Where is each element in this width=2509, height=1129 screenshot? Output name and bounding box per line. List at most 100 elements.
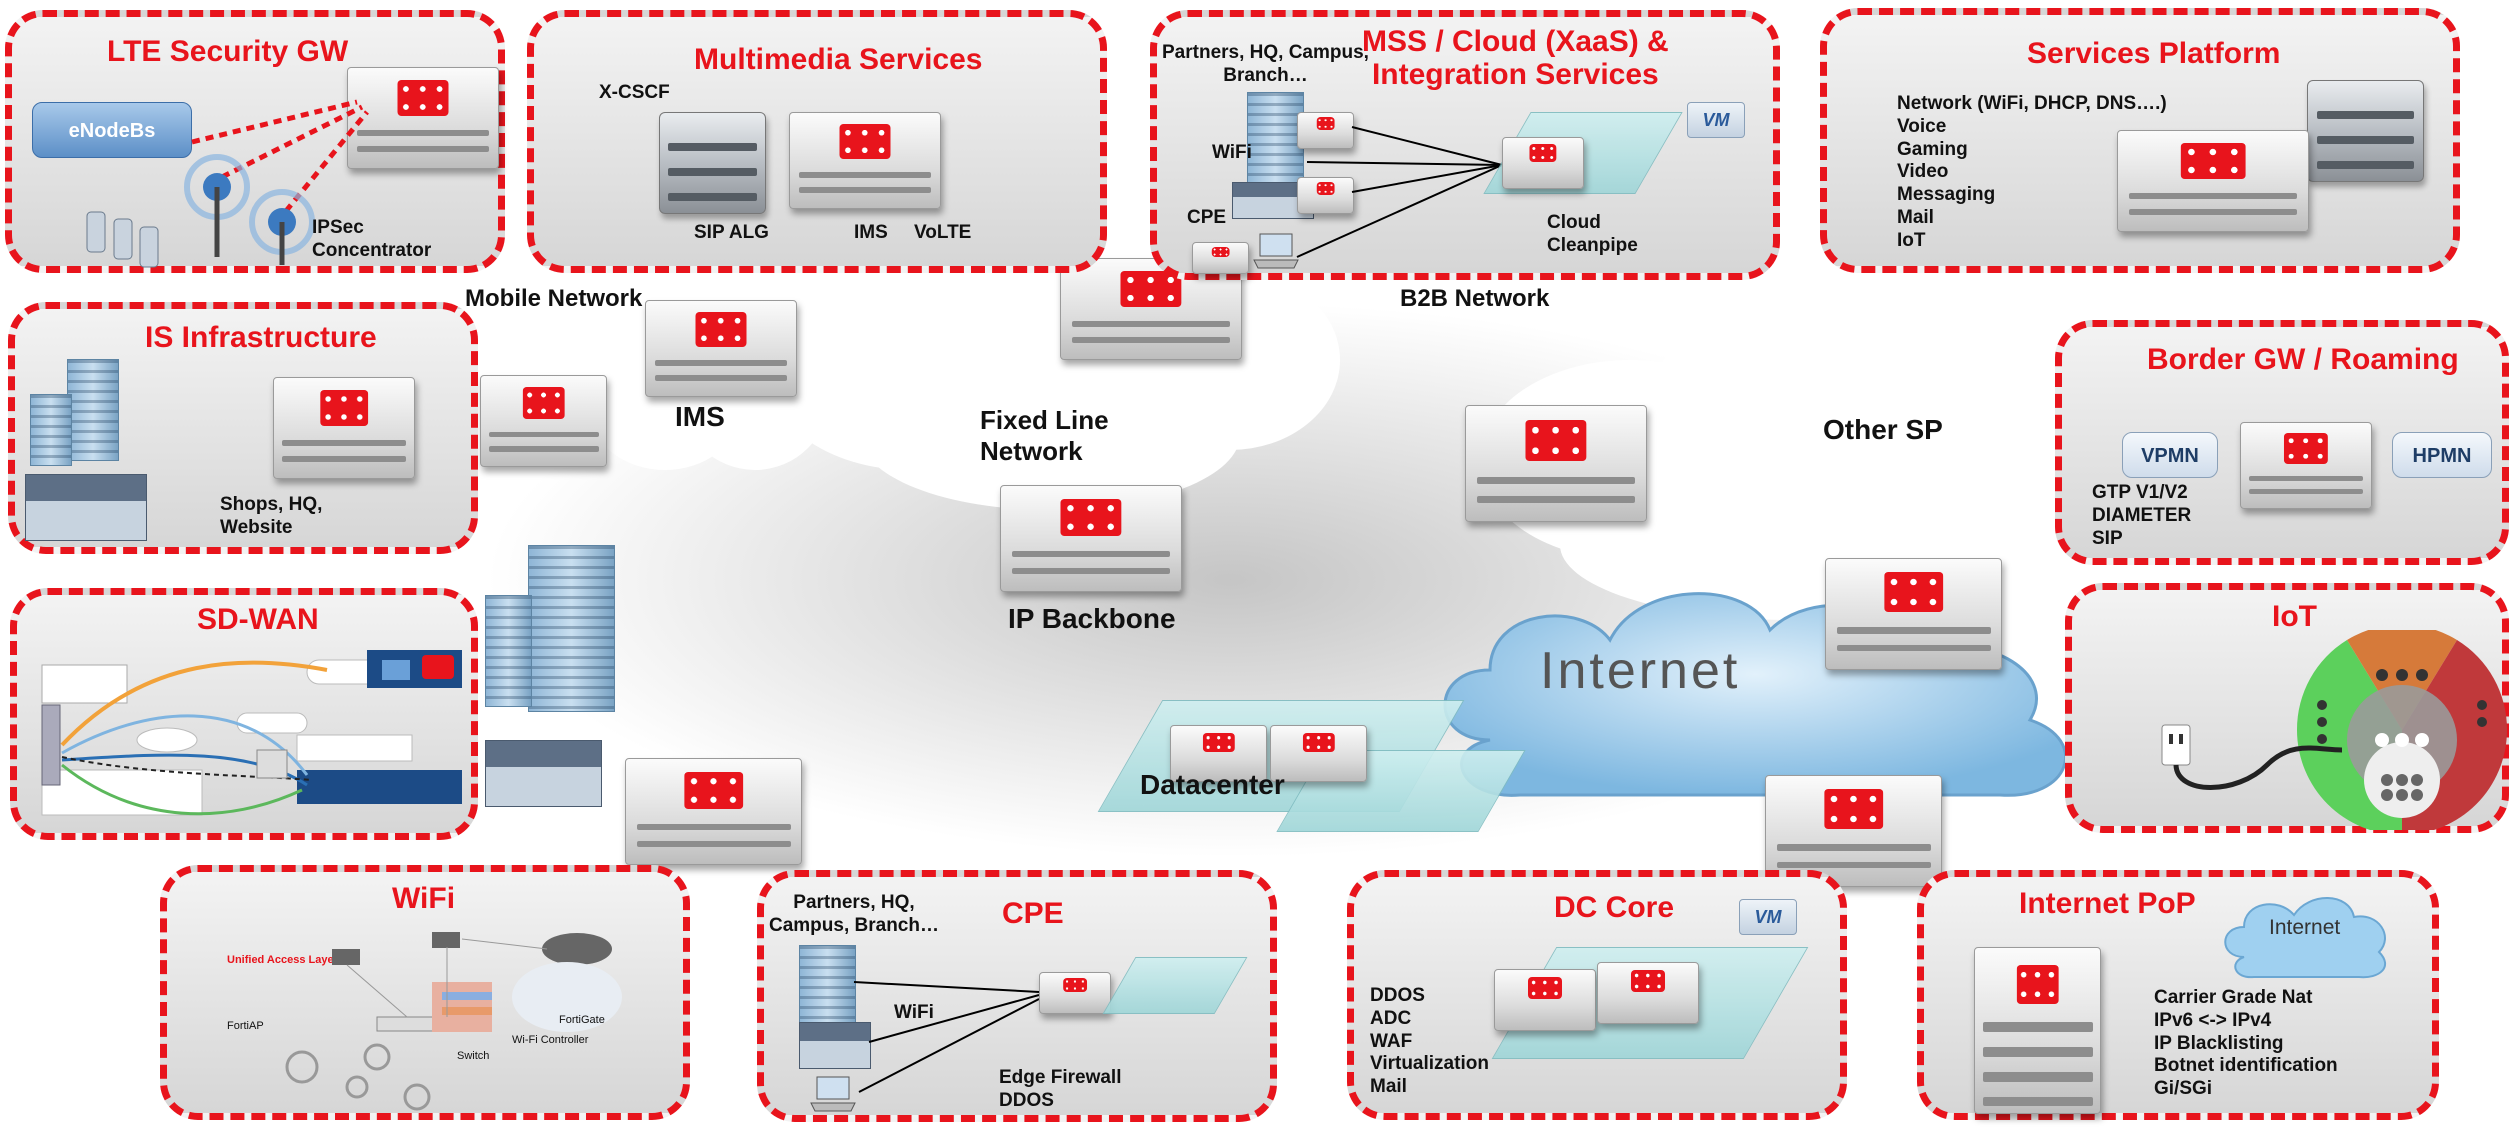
power-outlet-icon (2161, 724, 2343, 790)
mss-wifi-device (1297, 112, 1354, 149)
lte-title: LTE Security GW (107, 35, 349, 68)
cpe-links-icon (853, 981, 1040, 1093)
cpe-wifi-label: WiFi (894, 1002, 934, 1023)
ip-backbone-label: IP Backbone (1008, 603, 1176, 634)
mss-branch-device (1297, 177, 1354, 214)
datacenter-device-1 (1170, 725, 1267, 782)
pop-chassis-device (1974, 947, 2101, 1114)
cpe-title: CPE (1002, 897, 1064, 930)
datacenter-device-2 (1270, 725, 1367, 782)
is-shop-building (25, 474, 147, 541)
other-sp-label: Other SP (1823, 414, 1943, 445)
wifi-controller-label: Wi-Fi Controller (512, 1034, 589, 1046)
vpmn-pill: VPMN (2122, 432, 2218, 478)
wifi-topology-icon (285, 932, 622, 1111)
b2b-network-label: B2B Network (1400, 285, 1550, 312)
multimedia-title: Multimedia Services (694, 43, 983, 76)
mss-cloud-box: MSS / Cloud (XaaS) &Integration Services… (1150, 10, 1780, 280)
sip-alg-label: SIP ALG (694, 222, 769, 243)
mss-wifi-label: WiFi (1212, 142, 1252, 163)
security-gw-device (347, 67, 499, 169)
mss-cloud-device (1502, 137, 1584, 189)
sip-alg-server (659, 112, 766, 214)
pop-internet-label: Internet (2269, 916, 2341, 939)
antenna-icon (184, 154, 315, 265)
is-infra-label: Shops, HQ,Website (220, 494, 323, 538)
ims-device (789, 112, 941, 209)
mobile-network-label: Mobile Network (465, 285, 643, 312)
is-device (273, 377, 415, 479)
xcscf-label: X-CSCF (599, 82, 670, 103)
ims-box-label: IMS (854, 222, 888, 243)
fortiap-label: FortiAP (227, 1020, 264, 1032)
enterprise-tower-2 (485, 595, 532, 707)
services-device (2117, 130, 2309, 232)
mss-links-icon (1296, 126, 1503, 258)
volte-label: VoLTE (914, 222, 972, 243)
is-infra-title: IS Infrastructure (145, 321, 377, 354)
datacenter-label: Datacenter (1140, 769, 1285, 800)
switch-label: Switch (457, 1050, 490, 1062)
mss-title: MSS / Cloud (XaaS) &Integration Services (1362, 25, 1669, 91)
internet-edge-device (1825, 558, 2002, 670)
services-title: Services Platform (2027, 37, 2281, 70)
cpe-partners-label: Partners, HQ,Campus, Branch… (769, 892, 939, 936)
mss-laptop-device (1192, 242, 1249, 274)
wifi-box: WiFi Unified Access Layer FortiAP FortiG… (160, 865, 690, 1120)
ims-label: IMS (675, 401, 725, 432)
enodebs-pill: eNodeBs (32, 102, 192, 158)
internet-pop-title: Internet PoP (2019, 887, 2196, 920)
fortigate-label: FortiGate (559, 1014, 605, 1026)
sd-wan-box: SD-WAN (10, 588, 478, 840)
mobile-network-device (645, 300, 797, 397)
dc-core-vm-icon: VM (1739, 899, 1797, 935)
iot-box: IoT (2065, 583, 2509, 833)
cpe-box: CPE Partners, HQ,Campus, Branch… WiFi Ed… (757, 870, 1277, 1122)
mss-vm-icon: VM (1687, 102, 1745, 138)
sd-wan-title: SD-WAN (197, 603, 319, 636)
enterprise-tower (528, 545, 615, 712)
sd-wan-diagram-icon (41, 650, 462, 816)
other-sp-device (1465, 405, 1647, 522)
mss-laptop-icon (1253, 233, 1299, 269)
unified-access-label: Unified Access Layer (227, 954, 338, 966)
dc-core-device-1 (1494, 969, 1596, 1031)
iot-segments-icon (2296, 630, 2508, 830)
ims-edge-device (480, 375, 607, 467)
services-list: Network (WiFi, DHCP, DNS….) Voice Gaming… (1897, 93, 2167, 251)
ipsec-tunnels-icon (191, 99, 369, 224)
ip-backbone-device (1000, 485, 1182, 592)
iot-title: IoT (2272, 600, 2317, 633)
dc-core-device-2 (1597, 962, 1699, 1024)
hpmn-pill: HPMN (2392, 432, 2492, 478)
cpe-device (1039, 972, 1111, 1014)
border-title: Border GW / Roaming (2147, 343, 2459, 376)
wifi-title: WiFi (392, 882, 456, 915)
cpe-laptop-icon (810, 1076, 856, 1112)
internet-label: Internet (1540, 642, 1741, 700)
mss-cpe-label: CPE (1187, 207, 1227, 228)
sdwan-edge-device (625, 758, 802, 865)
mss-partners-label: Partners, HQ, Campus,Branch… (1162, 42, 1369, 86)
is-tower-building (67, 359, 119, 461)
services-server (2307, 80, 2424, 182)
dc-core-title: DC Core (1554, 891, 1675, 924)
cpe-branch-building (799, 1022, 871, 1069)
mobile-phones-icon (86, 211, 159, 268)
internet-pop-edge-device (1765, 775, 1942, 887)
pop-internet-cloud-icon (2224, 897, 2387, 979)
cpe-campus-building (799, 945, 856, 1027)
branch-building (485, 740, 602, 807)
is-infrastructure-box: IS Infrastructure Shops, HQ,Website (8, 302, 478, 554)
